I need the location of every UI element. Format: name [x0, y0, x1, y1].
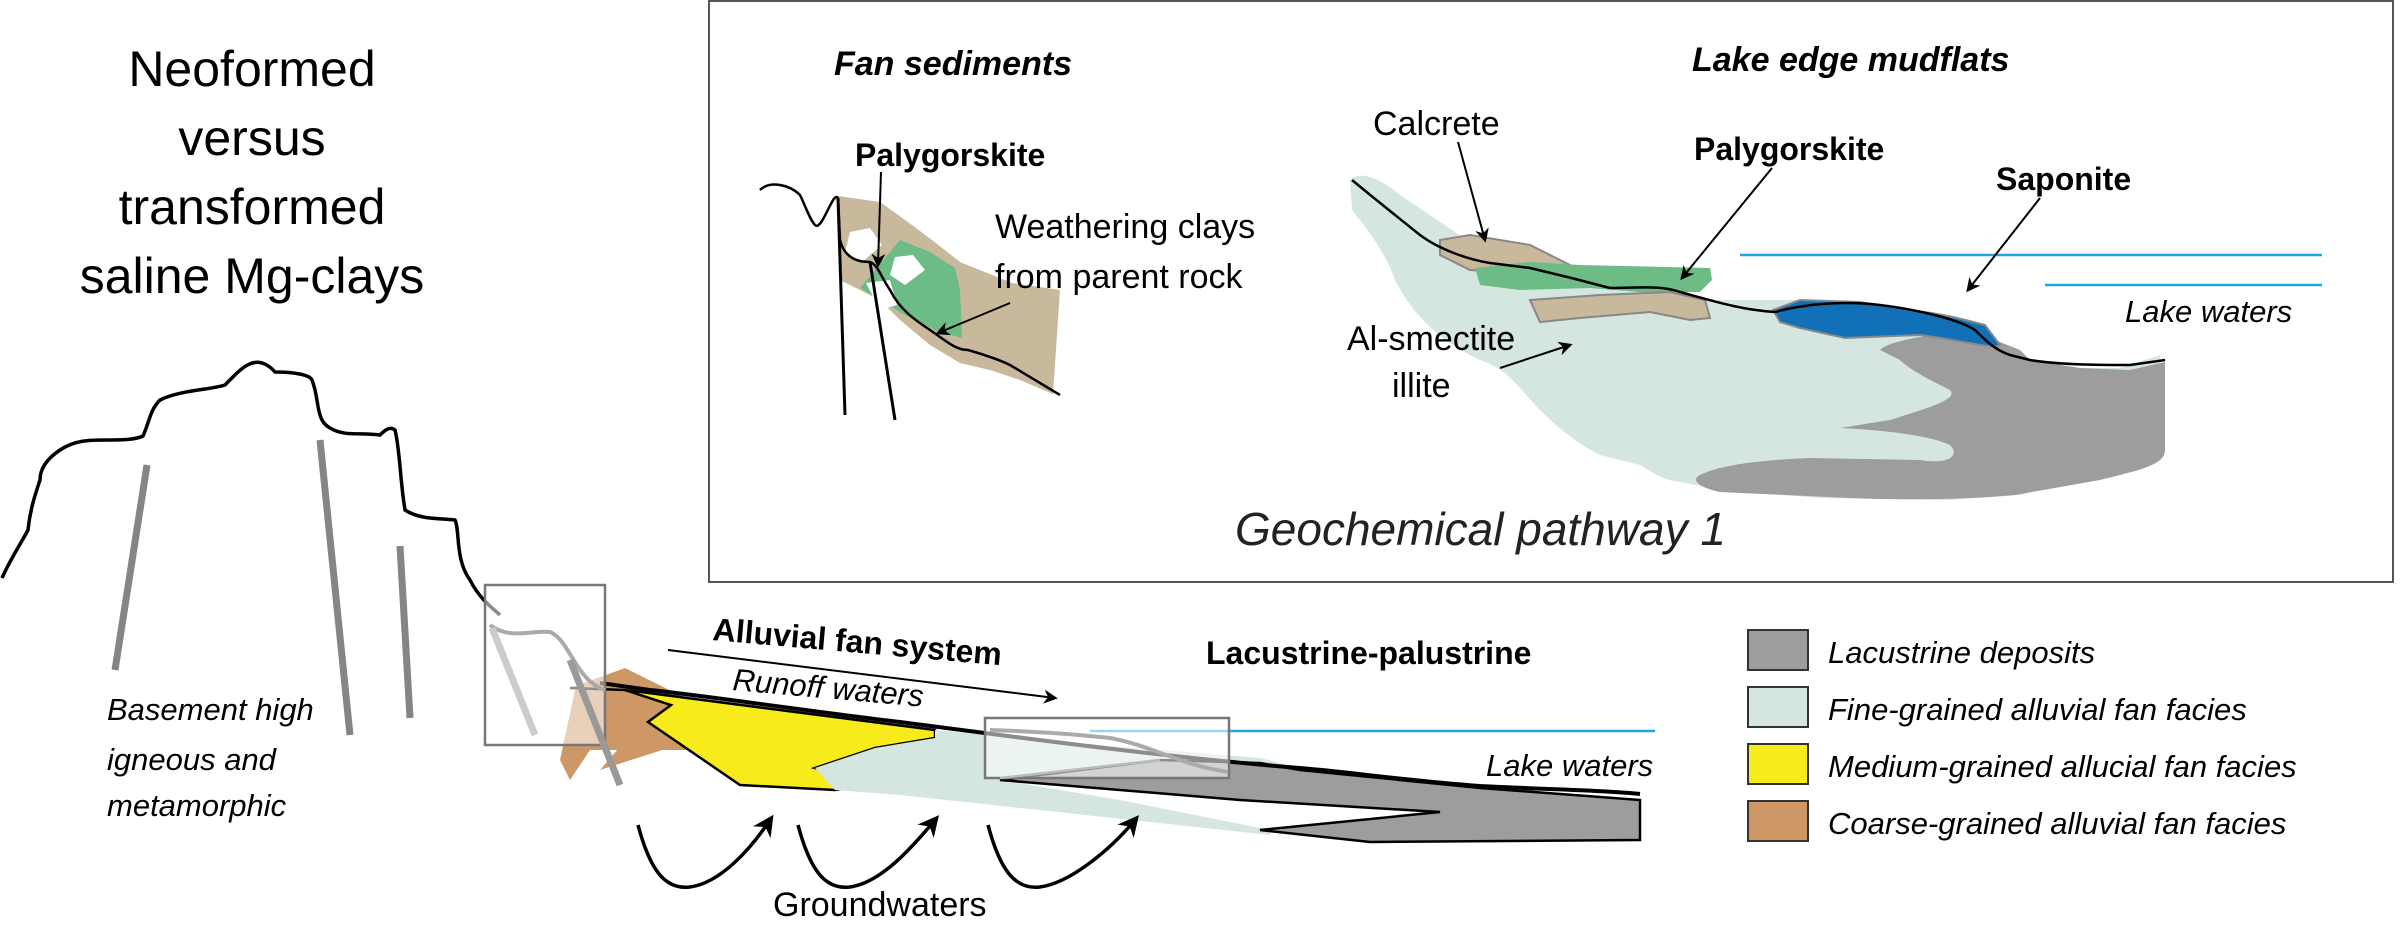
inset-caption: Geochemical pathway 1	[1235, 503, 1726, 555]
title-line-1: Neoformed	[128, 41, 375, 97]
zoom-box-profile	[989, 728, 1229, 774]
mudflat-palygorskite-arrow	[1680, 167, 1773, 281]
main-lake-waters-label: Lake waters	[1486, 748, 1653, 783]
fault-line	[396, 545, 414, 719]
saponite-label: Saponite	[1996, 161, 2131, 197]
alluvial-fan-arrow	[667, 649, 1058, 704]
surface-line	[759, 183, 840, 227]
groundwaters-label: Groundwaters	[773, 886, 987, 924]
smectite-label-1: Al-smectite	[1347, 320, 1515, 358]
lacustrine-area	[1696, 330, 2165, 500]
legend-label-medium: Medium-grained allucial fan facies	[1828, 749, 2297, 784]
smectite-arrow	[1499, 341, 1573, 369]
zoom-box-contact	[999, 758, 1161, 780]
slope-profile	[836, 197, 1061, 397]
zoom-box-lake-edge	[983, 716, 1231, 780]
fault-line	[316, 439, 354, 736]
fault-line	[868, 261, 897, 421]
legend: Lacustrine deposits Fine-grained alluvia…	[1747, 629, 2297, 842]
calcrete-arrow	[1457, 141, 1489, 243]
lake-edge-heading: Lake edge mudflats	[1692, 41, 2009, 79]
legend-label-coarse: Coarse-grained alluvial fan facies	[1828, 806, 2286, 841]
legend-swatch-coarse	[1747, 800, 1809, 842]
basement-label-2: igneous and	[107, 742, 278, 777]
fan-surface	[599, 681, 1641, 796]
smectite-label-2: illite	[1392, 367, 1451, 405]
calcrete-label: Calcrete	[1373, 105, 1500, 143]
groundwater-arrow	[636, 814, 774, 889]
mudflat-palygorskite-label: Palygorskite	[1694, 131, 1884, 167]
mudflat-surface	[1351, 179, 2166, 367]
cross-section	[0, 360, 1655, 844]
title-line-4: saline Mg-clays	[80, 248, 425, 304]
fan-palygorskite-label: Palygorskite	[855, 137, 1045, 173]
fault-line-faded	[488, 626, 539, 737]
basement-label-1: Basement high	[107, 692, 314, 727]
lacustrine-palustrine-label: Lacustrine-palustrine	[1206, 635, 1531, 671]
rock-fragment	[890, 255, 925, 285]
fan-sediments-heading: Fan sediments	[834, 45, 1072, 83]
basement-label-3: metamorphic	[107, 788, 287, 823]
legend-swatch-lacustrine	[1747, 629, 1809, 671]
title-line-3: transformed	[119, 179, 386, 235]
palygorskite-area	[860, 240, 962, 338]
groundwater-arrow	[796, 815, 940, 889]
main-title: Neoformed versus transformed saline Mg-c…	[80, 41, 425, 304]
fan-sediments-sketch	[759, 183, 1061, 421]
basement-high-profile	[0, 360, 502, 617]
legend-swatch-fine	[1747, 686, 1809, 728]
fault-line	[836, 197, 847, 416]
fault-line-faded	[566, 658, 624, 787]
legend-label-lacustrine: Lacustrine deposits	[1828, 635, 2095, 670]
title-line-2: versus	[178, 110, 325, 166]
fan-palygorskite-arrow	[871, 171, 886, 268]
inset-lake-waters-label: Lake waters	[2125, 294, 2292, 329]
legend-label-fine: Fine-grained alluvial fan facies	[1828, 692, 2247, 727]
lake-edge-sketch	[1350, 175, 2322, 500]
saponite-arrow	[1966, 197, 2041, 293]
groundwater-flow	[636, 814, 1140, 889]
groundwater-arrow	[986, 815, 1140, 889]
zoom-box-profile	[488, 623, 606, 692]
weathering-label-1: Weathering clays	[995, 208, 1255, 246]
rock-fragment	[845, 228, 882, 262]
weathering-label-2: from parent rock	[995, 258, 1244, 296]
calcrete-lower	[1528, 290, 1712, 324]
legend-swatch-medium	[1747, 743, 1809, 785]
fault-line	[111, 464, 151, 671]
weathering-arrow	[935, 302, 1011, 336]
zoom-box-fan	[483, 583, 607, 747]
